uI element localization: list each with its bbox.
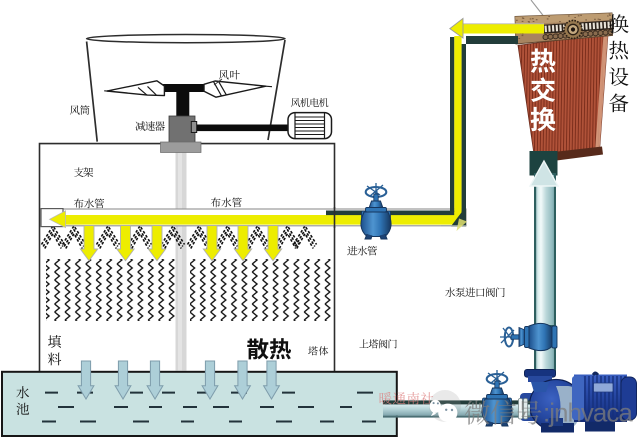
svg-text::jnhvaca: :jnhvaca [543,398,633,428]
